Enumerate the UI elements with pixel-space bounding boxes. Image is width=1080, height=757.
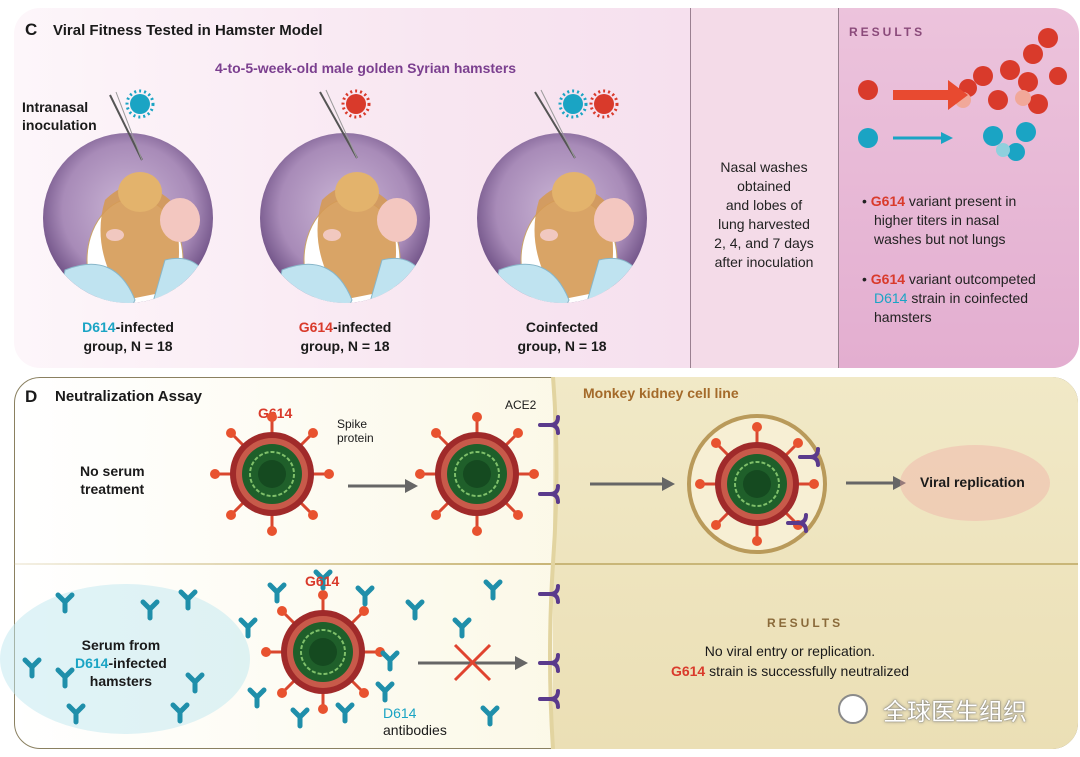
bullet-text: variant present in [905, 193, 1017, 209]
results-virus-illustration [858, 28, 1067, 161]
sampling-description: Nasal washes obtained and lobes of lung … [690, 158, 838, 272]
group-suffix: Coinfected [525, 319, 599, 335]
arrow-3 [846, 476, 906, 490]
panel-c-results-column [838, 8, 1079, 368]
no-serum-line: treatment [80, 481, 145, 497]
antibody-text: antibodies [383, 722, 447, 738]
sampling-line: and lobes of [725, 197, 803, 213]
bullet-strain: G614 [870, 193, 906, 209]
bullet-text: variant outcompeted [905, 271, 1036, 287]
virus-g614-icon-2 [589, 89, 619, 119]
inoculation-label-line1: Intranasal [22, 99, 89, 115]
panel-d-title: Neutralization Assay [55, 388, 202, 405]
antibody-cluster-right [408, 582, 500, 724]
results-label-d: RESULTS [767, 616, 844, 630]
group-strain-g614: G614 [298, 319, 333, 335]
arrow-1 [348, 479, 418, 493]
cell-line-label: Monkey kidney cell line [583, 385, 739, 401]
g614-label-top: G614 [258, 405, 293, 421]
virus-d614-icon-2 [558, 89, 588, 119]
arrow-2 [590, 477, 675, 491]
panel-c-subtitle: 4-to-5-week-old male golden Syrian hamst… [215, 60, 517, 76]
virus-g614-icon-1 [341, 89, 371, 119]
results-strain: G614 [670, 663, 706, 679]
sampling-line: after inoculation [714, 254, 814, 270]
no-serum-line: No serum [80, 463, 145, 479]
ace2-receptor-3 [538, 584, 560, 604]
bullet-strain: D614 [874, 290, 908, 306]
bullet-strain: G614 [870, 271, 906, 287]
neutralization-illustration [0, 377, 1050, 749]
result-bullet-1: • G614 variant present in higher titers … [862, 192, 1072, 249]
panel-d-letter: D [25, 387, 38, 406]
panel-c-title: Viral Fitness Tested in Hamster Model [53, 22, 323, 39]
hamster-circle-g614 [260, 89, 430, 303]
bullet-text: hamsters [874, 309, 932, 325]
group-suffix: -infected [332, 319, 392, 335]
watermark-text: 全球医生组织 [883, 699, 1027, 726]
bullet-text: higher titers in nasal [874, 212, 1000, 228]
virion-g614-2 [413, 410, 541, 538]
spike-protein-label: Spike protein [337, 417, 374, 445]
group-n: group, N = 18 [517, 338, 607, 354]
antibody-label: D614 antibodies [383, 705, 447, 739]
serum-label: Serum from D614-infected hamsters [75, 636, 167, 690]
inoculation-label-line2: inoculation [22, 117, 97, 133]
group-suffix: -infected [115, 319, 174, 335]
serum-line: hamsters [89, 673, 153, 689]
hamster-illustrations [43, 89, 647, 303]
serum-line: -infected [108, 655, 167, 671]
inoculation-label: Intranasal inoculation [22, 98, 97, 134]
endocytosed-virion [687, 414, 827, 554]
spike-line: protein [337, 431, 374, 445]
no-serum-label: No serum treatment [80, 462, 145, 498]
sampling-line: obtained [737, 178, 791, 194]
bullet-text: washes but not lungs [874, 231, 1006, 247]
blocked-arrow [418, 643, 528, 682]
ace2-label: ACE2 [505, 398, 537, 412]
virion-g614-1 [208, 410, 336, 538]
sampling-line: lung harvested [718, 216, 810, 232]
virus-d614-icon-1 [125, 89, 155, 119]
hamster-circle-d614 [43, 91, 213, 303]
hamster-circle-coinfected [477, 89, 647, 303]
group-n: group, N = 18 [83, 338, 173, 354]
viral-replication-label: Viral replication [920, 474, 1025, 490]
results-text-d: No viral entry or replication. G614 stra… [620, 641, 960, 681]
serum-line: Serum from [81, 637, 161, 653]
result-bullet-2: • G614 variant outcompeted D614 strain i… [862, 270, 1072, 327]
results-line: No viral entry or replication. [704, 643, 876, 659]
replication-glow [900, 445, 1050, 521]
wechat-logo-icon [838, 694, 868, 724]
results-label-c: RESULTS [849, 25, 926, 39]
serum-glow [0, 584, 250, 734]
spike-line: Spike [337, 417, 368, 431]
serum-strain: D614 [75, 655, 109, 671]
row-divider [14, 563, 1078, 565]
group-label-coinfected: Coinfected group, N = 18 [502, 318, 622, 356]
antibody-strain: D614 [383, 705, 417, 721]
g614-label-bottom: G614 [305, 573, 340, 589]
group-n: group, N = 18 [300, 338, 390, 354]
group-strain-d614: D614 [82, 319, 116, 335]
virion-neutralized [259, 588, 387, 716]
bullet-text: strain in coinfected [907, 290, 1029, 306]
panel-c-letter: C [25, 20, 38, 39]
group-label-g614: G614-infected group, N = 18 [285, 318, 405, 356]
results-line: strain is successfully neutralized [705, 663, 910, 679]
panel-c-middle-column [690, 8, 839, 368]
sampling-line: 2, 4, and 7 days [714, 235, 814, 251]
sampling-line: Nasal washes [720, 159, 808, 175]
group-label-d614: D614-infected group, N = 18 [68, 318, 188, 356]
